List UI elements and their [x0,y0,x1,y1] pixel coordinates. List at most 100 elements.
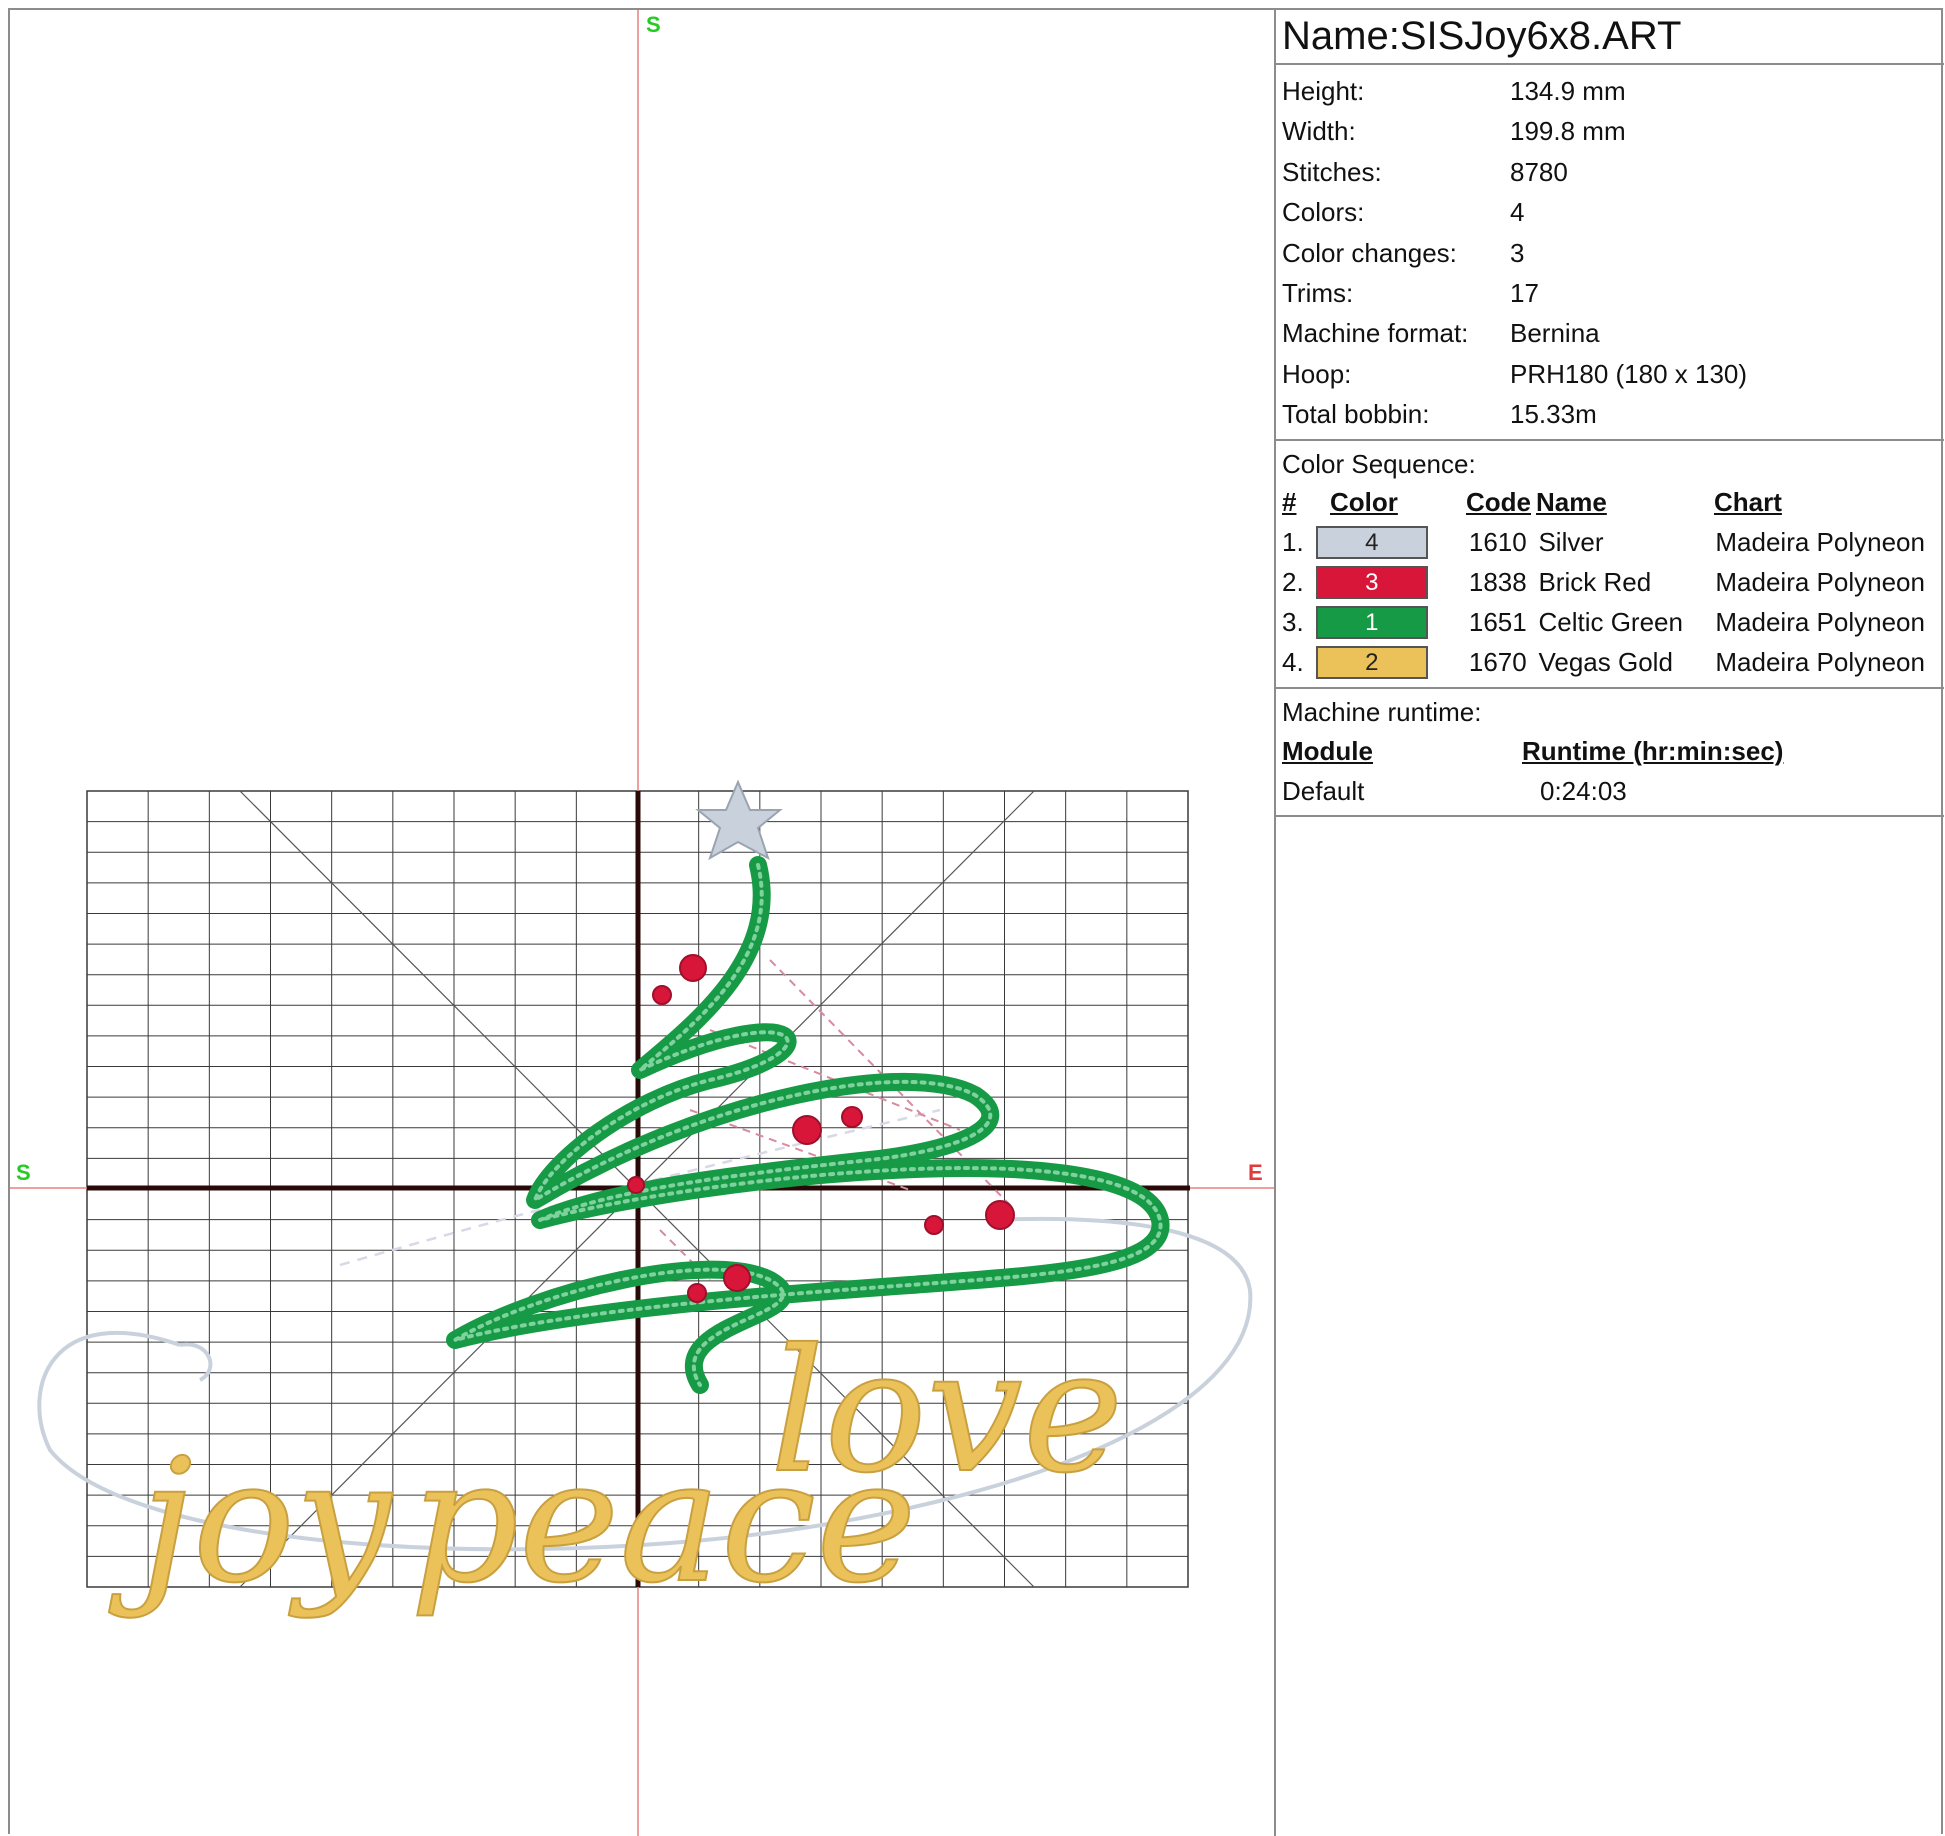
color-sequence-title: Color Sequence: [1282,448,1476,479]
property-row: Height: 134.9 mm [1276,71,1944,111]
property-value: Bernina [1510,318,1600,349]
design-name: Name:SISJoy6x8.ART [1276,10,1944,65]
header-color: Color [1330,487,1398,518]
color-step-number: 4. [1282,647,1304,678]
header-num: # [1282,487,1297,518]
thread-chart: Madeira Polyneon [1715,607,1925,638]
red-ornament [924,1215,944,1235]
color-sequence-row: 3. 1 1651 Celtic Green Madeira Polyneon [1276,603,1944,643]
runtime-title: Machine runtime: [1282,696,1482,727]
property-value: 15.33m [1510,399,1597,430]
thread-chart: Madeira Polyneon [1715,567,1925,598]
property-row: Colors: 4 [1276,192,1944,232]
design-properties: Height: 134.9 mm Width: 199.8 mm Stitches: 87… [1276,65,1944,441]
runtime-header: Module Runtime (hr:min:sec) [1276,731,1944,771]
property-row: Trims: 17 [1276,273,1944,313]
property-row: Color changes: 3 [1276,233,1944,273]
color-sequence-row: 2. 3 1838 Brick Red Madeira Polyneon [1276,563,1944,603]
color-swatch: 1 [1315,606,1428,640]
color-swatch: 4 [1315,526,1428,560]
thread-code: 1670 [1468,647,1527,678]
red-ornament [687,1283,707,1303]
design-info-panel: Name:SISJoy6x8.ART Height: 134.9 mm Width:… [1274,10,1944,1836]
color-swatch-cell: 1 [1315,606,1465,640]
red-ornament [679,954,707,982]
property-value: 3 [1510,237,1525,268]
property-row: Machine format: Bernina [1276,313,1944,353]
thread-name: Celtic Green [1538,607,1683,638]
color-sequence-row: 1. 4 1610 Silver Madeira Polyneon [1276,523,1944,563]
property-label: Stitches: [1282,156,1382,187]
property-row: Width: 199.8 mm [1276,111,1944,151]
property-label: Hoop: [1282,358,1352,389]
runtime-section: Machine runtime: Module Runtime (hr:min:… [1276,689,1944,817]
thread-code: 1610 [1468,527,1527,558]
property-label: Colors: [1282,197,1365,228]
property-row: Hoop: PRH180 (180 x 130) [1276,354,1944,394]
color-sequence-section: Color Sequence: # Color Code Name Chart … [1276,441,1944,689]
gold-text-joy: joy [108,1423,393,1621]
property-row: Total bobbin: 15.33m [1276,394,1944,434]
color-step-number: 2. [1282,567,1304,598]
thread-name: Vegas Gold [1538,647,1673,678]
red-ornament [723,1264,751,1292]
header-chart: Chart [1714,487,1782,518]
green-tree-stitch-highlight [453,863,1163,1387]
red-ornament [841,1106,863,1128]
header-code: Code [1466,487,1531,518]
property-value: 134.9 mm [1510,76,1626,106]
gold-text-peace: peace [410,1423,917,1621]
header-name: Name [1536,487,1607,518]
header-runtime: Runtime (hr:min:sec) [1522,735,1784,766]
silver-swash-curl [179,1342,213,1382]
property-label: Width: [1282,116,1356,147]
header-module: Module [1282,735,1373,766]
axis-label-top: S [646,12,661,37]
thread-name: Silver [1538,527,1604,558]
red-ornament [985,1200,1015,1230]
property-label: Trims: [1282,277,1354,308]
property-value: 8780 [1510,156,1568,187]
silver-star [695,779,783,861]
silver-swash [37,1216,1253,1552]
property-label: Height: [1282,76,1365,106]
property-label: Color changes: [1282,237,1457,268]
property-value: 199.8 mm [1510,116,1626,147]
red-ornament [652,985,672,1005]
color-sequence-row: 4. 2 1670 Vegas Gold Madeira Polyneon [1276,643,1944,683]
axis-label-right: E [1248,1160,1263,1185]
thread-chart: Madeira Polyneon [1715,647,1925,678]
axis-label-left: S [16,1160,31,1185]
property-value: 4 [1510,197,1525,228]
property-label: Total bobbin: [1282,399,1430,430]
color-step-number: 1. [1282,527,1304,558]
property-value: PRH180 (180 x 130) [1510,358,1748,389]
color-swatch: 2 [1315,646,1428,680]
gold-text-love: love [770,1313,1123,1511]
red-ornament [792,1115,822,1145]
color-swatch-cell: 3 [1315,566,1465,600]
thread-name: Brick Red [1538,567,1652,598]
runtime-module: Default [1282,775,1365,806]
color-swatch: 3 [1315,566,1428,600]
runtime-rows: Default 0:24:03 [1276,771,1944,811]
color-swatch-cell: 2 [1315,646,1465,680]
color-sequence-header: # Color Code Name Chart [1276,483,1944,523]
property-value: 17 [1510,277,1539,308]
name-value: SISJoy6x8.ART [1399,14,1682,58]
runtime-value: 0:24:03 [1540,775,1627,806]
property-label: Machine format: [1282,318,1469,349]
name-label: Name: [1282,14,1400,58]
thread-code: 1838 [1468,567,1527,598]
color-step-number: 3. [1282,607,1304,638]
thread-chart: Madeira Polyneon [1715,527,1925,558]
runtime-row: Default 0:24:03 [1276,771,1944,811]
red-ornament [627,1176,645,1194]
property-row: Stitches: 8780 [1276,152,1944,192]
thread-code: 1651 [1468,607,1527,638]
